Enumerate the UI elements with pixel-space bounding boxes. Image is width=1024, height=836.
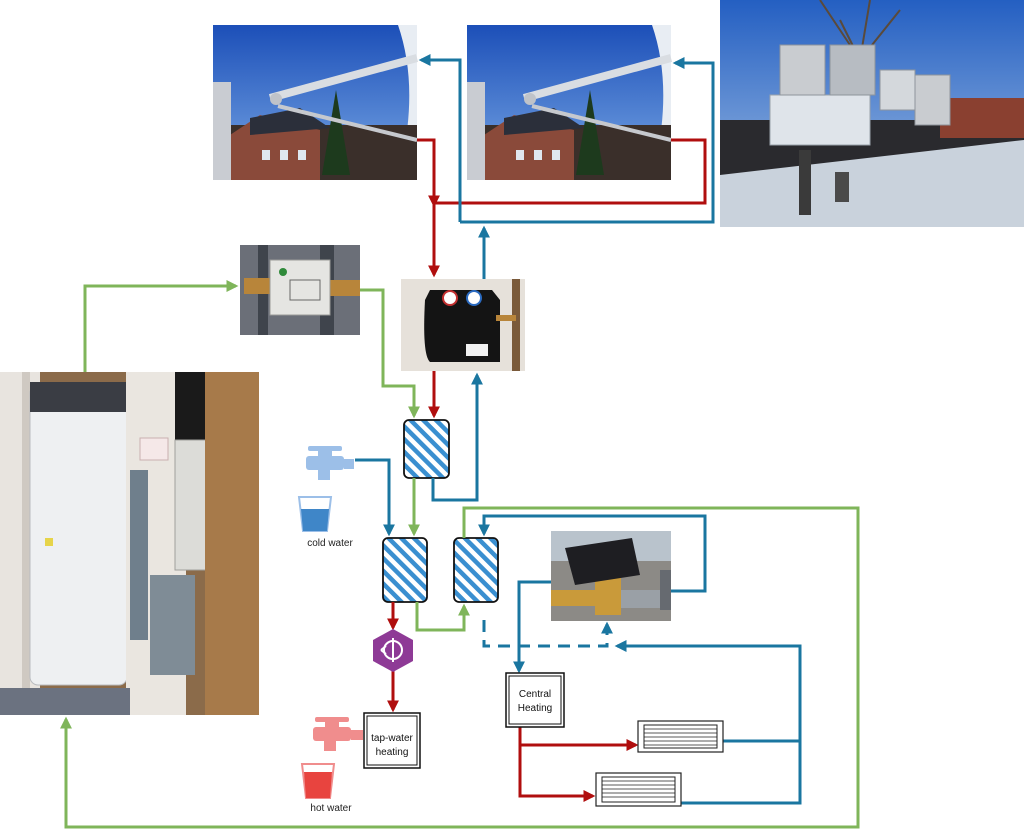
heating-to-radiator-1 <box>518 727 639 751</box>
hot-water-label: hot water <box>310 803 352 814</box>
rooftop-collectors-photo <box>720 0 1024 227</box>
circulation-pump-photo <box>240 245 360 335</box>
solar-hot-pipe-collector-2 <box>434 138 707 205</box>
valve-to-central-heating <box>513 580 551 674</box>
tap-water-heating-label-1: tap-water <box>371 733 413 744</box>
radiator-return-collector <box>614 640 802 743</box>
central-heating-box: Central Heating <box>505 672 565 728</box>
radiator-icon <box>595 772 682 807</box>
solar-pump-station-photo <box>401 279 525 371</box>
solar-heat-exchanger <box>403 419 450 479</box>
mixing-valve-icon <box>373 629 413 672</box>
solar-collector-photo-2 <box>467 25 673 180</box>
tap-water-heating-box: tap-water heating <box>363 712 421 769</box>
tap-water-heating-label-2: heating <box>376 747 409 758</box>
exchanger-to-valve-dashed <box>482 620 613 648</box>
pump-to-exchanger-pipe <box>360 288 420 419</box>
faucet-icon <box>313 717 363 751</box>
solar-cold-pipe-to-collector-2 <box>460 57 715 224</box>
tap-water-heat-exchanger <box>382 537 428 603</box>
solar-hot-pipe-collector-1 <box>417 138 440 208</box>
heating-heat-exchanger <box>453 537 499 603</box>
storage-to-pump-pipe <box>83 280 239 372</box>
three-way-valve-photo <box>551 531 671 621</box>
faucet-icon <box>306 446 354 480</box>
heating-to-radiator-2 <box>518 745 596 802</box>
storage-tank-photo <box>0 372 259 715</box>
radiator-2-return <box>681 741 802 805</box>
heating-exchanger-return-pipe <box>60 506 860 829</box>
solar-cold-pipe-to-collector-1 <box>418 54 462 222</box>
cold-water-label: cold water <box>307 538 353 549</box>
solar-collector-photo-1 <box>213 25 419 180</box>
tap-exchanger-to-heating-exchanger-pipe <box>415 602 470 632</box>
exchanger-return-to-station <box>431 372 483 502</box>
cold-water-pipe <box>355 458 395 537</box>
water-glass-icon <box>297 496 333 532</box>
central-heating-label-2: Heating <box>518 703 552 714</box>
radiator-icon <box>637 720 724 753</box>
water-glass-icon <box>300 763 336 799</box>
heating-return-to-exchanger <box>478 514 707 593</box>
central-heating-label-1: Central <box>519 689 551 700</box>
